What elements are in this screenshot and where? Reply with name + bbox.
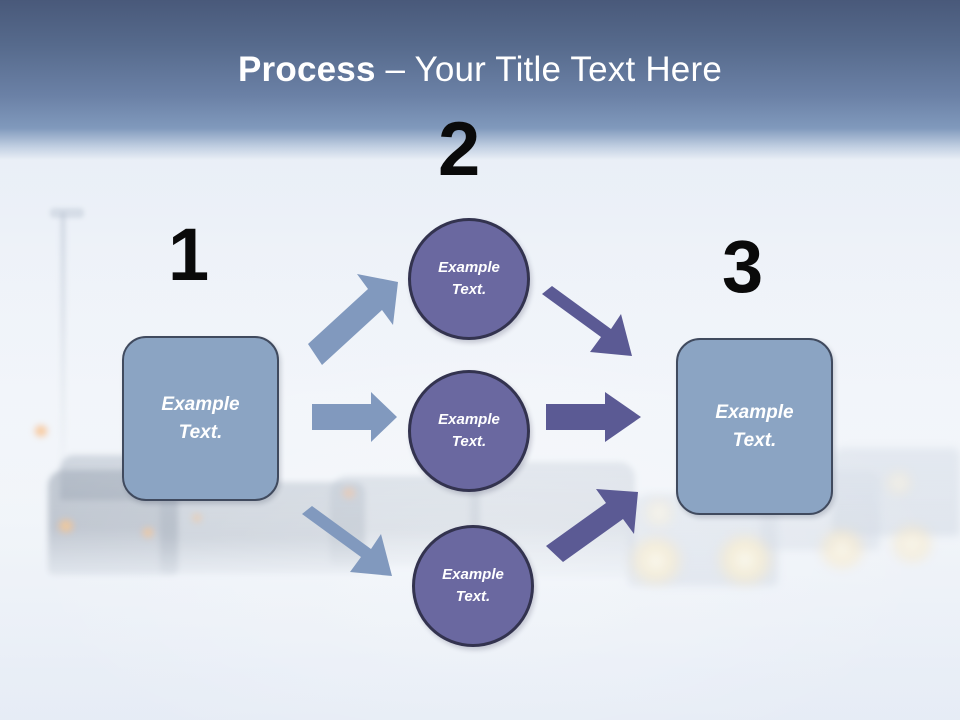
process-box-left-line2: Text. [178,421,223,443]
step-number-3: 3 [722,225,764,308]
process-box-left[interactable]: Example Text. [122,336,279,501]
arrow-top-to-right [542,286,632,356]
step-number-1: 1 [168,213,210,296]
arrow-left-to-bottom [302,506,392,576]
process-circle-top-line2: Text. [451,281,487,298]
process-box-right-line2: Text. [732,429,777,451]
process-circle-top-line1: Example [438,258,500,276]
arrow-left-to-middle [312,392,397,442]
arrow-left-to-top [308,274,398,365]
step-number-2: 2 [438,107,481,192]
process-box-right[interactable]: Example Text. [676,338,833,515]
process-circle-middle[interactable]: Example Text. [408,370,530,492]
arrow-bottom-to-right [546,489,638,562]
page-title-strong: Process [238,50,376,89]
arrow-middle-to-right [546,392,641,442]
process-box-right-line1: Example [715,401,794,423]
process-circle-middle-line1: Example [438,410,500,428]
process-circle-bottom-line2: Text. [455,588,491,605]
process-circle-bottom[interactable]: Example Text. [412,525,534,647]
process-box-left-line1: Example [161,393,240,415]
process-circle-middle-line2: Text. [451,433,487,450]
page-title-rest: – Your Title Text Here [375,50,722,89]
process-circle-top[interactable]: Example Text. [408,218,530,340]
process-circle-bottom-line1: Example [442,565,504,583]
page-title: Process – Your Title Text Here [0,50,960,90]
